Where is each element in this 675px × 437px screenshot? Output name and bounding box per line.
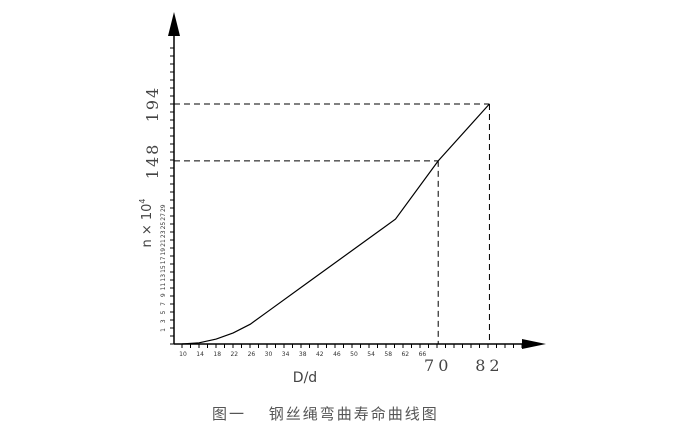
marked-x-label: 82 <box>475 356 503 375</box>
y-tick-label: 27 <box>160 213 167 221</box>
x-tick-label: 26 <box>248 351 256 358</box>
x-tick-label: 38 <box>299 351 307 358</box>
x-tick-label: 62 <box>401 351 409 358</box>
y-tick-label: 19 <box>160 248 167 256</box>
x-axis-arrow <box>522 339 546 349</box>
x-tick-label: 66 <box>419 351 427 358</box>
y-tick-label: 29 <box>160 204 167 212</box>
y-tick-label: 17 <box>160 256 167 264</box>
x-tick-label: 34 <box>282 351 290 358</box>
x-tick-label: 58 <box>384 351 392 358</box>
y-tick-label: 15 <box>160 265 167 273</box>
y-tick-label: 7 <box>160 302 167 306</box>
marked-x-label: 70 <box>424 356 452 375</box>
marked-y-label: 148 <box>143 143 162 180</box>
x-tick-label: 22 <box>230 351 238 358</box>
x-tick-label: 14 <box>196 351 204 358</box>
y-axis-label: n × 104 <box>138 198 155 247</box>
y-tick-label: 13 <box>160 274 167 282</box>
y-tick-label: 5 <box>160 311 167 315</box>
x-tick-label: 30 <box>265 351 273 358</box>
y-axis-label-exponent: 4 <box>138 198 147 203</box>
x-tick-label: 50 <box>350 351 358 358</box>
guide-lines <box>174 103 490 344</box>
y-tick-label: 9 <box>160 293 167 297</box>
y-tick-label: 23 <box>160 230 167 238</box>
ticks <box>170 47 523 348</box>
figure-number: 图一 <box>212 405 247 423</box>
plot-area <box>181 103 490 345</box>
y-tick-label: 11 <box>160 283 167 291</box>
y-tick-label: 21 <box>160 239 167 247</box>
x-tick-label: 46 <box>333 351 341 358</box>
y-axis-arrow <box>168 12 180 36</box>
figure-caption: 图一 钢丝绳弯曲寿命曲线图 <box>212 403 452 425</box>
y-tick-label: 3 <box>160 319 167 323</box>
life-curve-line <box>181 103 490 345</box>
y-tick-label: 25 <box>160 222 167 230</box>
marked-y-label: 194 <box>143 86 162 123</box>
y-tick-label: 1 <box>160 328 167 332</box>
y-axis-label-base: n × 10 <box>140 204 155 248</box>
x-tick-label: 10 <box>179 351 187 358</box>
x-axis-label: D/d <box>293 370 317 386</box>
x-tick-label: 42 <box>316 351 324 358</box>
x-tick-label: 18 <box>213 351 221 358</box>
x-tick-label: 54 <box>367 351 375 358</box>
figure-title: 钢丝绳弯曲寿命曲线图 <box>268 405 439 423</box>
